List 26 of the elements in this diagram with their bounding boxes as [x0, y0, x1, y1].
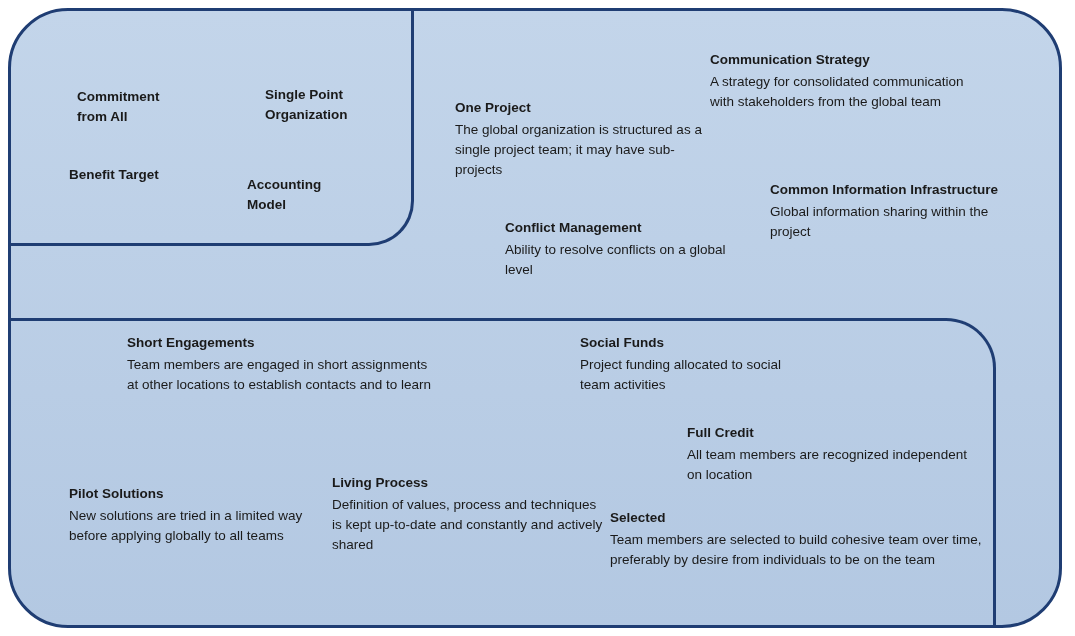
item-heading: Communication Strategy: [710, 51, 871, 69]
item-description: A strategy for consolidated communication with stakeholders from the global team: [710, 73, 965, 111]
item-heading: Single Point Organization: [265, 86, 349, 124]
item-description: The global organization is structured as a single project team; it may have sub-projects: [455, 121, 703, 179]
item-description: Ability to resolve conflicts on a global level: [505, 241, 727, 279]
item-description: Global information sharing within the project: [770, 203, 990, 241]
region: [8, 318, 996, 628]
item-description: Team members are selected to build cohesive team over time, preferably by desire from individuals to be on the team: [610, 531, 983, 569]
item-description: All team members are recognized independent on location: [687, 446, 968, 484]
item-description: New solutions are tried in a limited way before applying globally to all teams: [69, 507, 304, 545]
item-heading: Common Information Infrastructure: [770, 181, 999, 199]
item-heading: Conflict Management: [505, 219, 643, 237]
item-heading: Short Engagements: [127, 334, 256, 352]
item-heading: Living Process: [332, 474, 430, 492]
item-heading: Pilot Solutions: [69, 485, 165, 503]
panel: [8, 8, 1062, 628]
item-heading: Full Credit: [687, 424, 755, 442]
item-heading: Accounting Model: [247, 176, 323, 214]
item-description: Project funding allocated to social team activities: [580, 356, 783, 394]
item-heading: Social Funds: [580, 334, 665, 352]
item-heading: Commitment from All: [77, 88, 161, 126]
item-description: Team members are engaged in short assignments at other locations to establish contacts and to learn: [127, 356, 432, 394]
item-heading: Selected: [610, 509, 667, 527]
item-description: Definition of values, process and techniques is kept up-to-date and constantly and actively shared: [332, 496, 604, 554]
item-heading: Benefit Target: [69, 166, 160, 184]
region: [8, 8, 414, 246]
